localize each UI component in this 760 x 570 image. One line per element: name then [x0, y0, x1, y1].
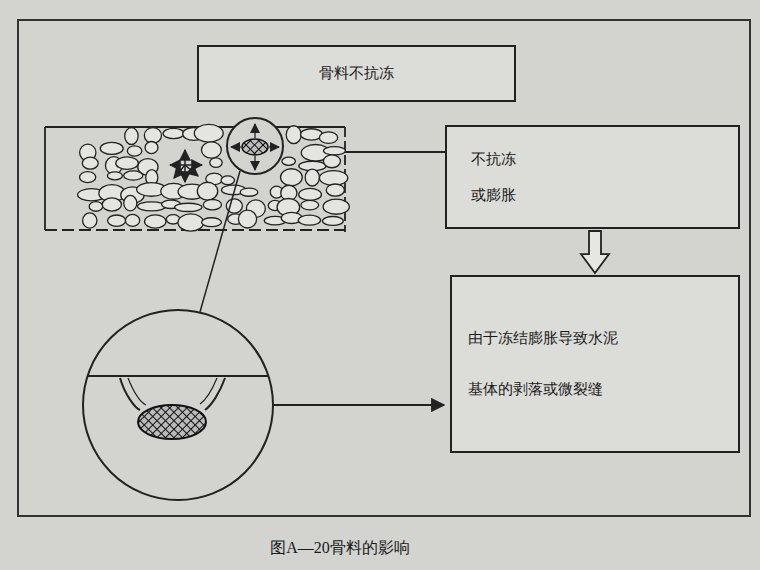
aggregate-grain [323, 155, 340, 168]
aggregate-grains [78, 124, 350, 231]
box-label: 由于冻结膨胀导致水泥 基体的剥落或微裂缝 [468, 313, 624, 415]
hollow-arrow [581, 231, 609, 273]
detail-circle [200, 118, 283, 312]
aggregate-grain [322, 217, 343, 226]
aggregate-grain [238, 210, 256, 228]
aggregate-grain [108, 215, 126, 226]
aggregate-grain [281, 169, 303, 186]
aggregate-grain [107, 172, 122, 180]
process-box: 不抗冻 或膨胀 [445, 125, 740, 229]
aggregate-grain [100, 142, 123, 154]
figure-caption: 图A—20骨料的影响 [0, 538, 680, 559]
frost-arrows [170, 150, 202, 182]
aggregate-grain [83, 213, 97, 228]
aggregate-grain [240, 188, 258, 196]
aggregate-grain [124, 195, 137, 210]
aggregate-grain [125, 214, 139, 226]
aggregate-grain [197, 182, 217, 200]
aggregate-grain [203, 200, 221, 210]
aggregate-grain [175, 203, 202, 211]
aggregate-grain [319, 132, 337, 144]
aggregate-grain [80, 172, 96, 183]
aggregate-grain [89, 202, 103, 212]
aggregate-grain [326, 184, 344, 196]
process-box: 由于冻结膨胀导致水泥 基体的剥落或微裂缝 [450, 275, 740, 453]
aggregate-grain [323, 199, 349, 214]
aggregate-grain [319, 171, 347, 186]
aggregate-grain [202, 218, 222, 227]
concrete-block [45, 127, 445, 232]
aggregate-grain [305, 169, 319, 186]
aggregate-grain [221, 176, 234, 185]
aggregate-grain [145, 141, 158, 153]
aggregate-grain [178, 214, 204, 231]
box-label: 骨料不抗冻 [209, 63, 504, 84]
outer-frame [18, 20, 750, 516]
heading-box: 骨料不抗冻 [197, 45, 516, 102]
aggregate-grain [116, 157, 139, 169]
aggregate-grain [194, 124, 223, 142]
aggregate-grain [127, 146, 141, 156]
aggregate-grain [125, 128, 138, 145]
aggregate-grain [210, 158, 222, 168]
aggregate-grain [298, 215, 320, 225]
aggregate-grain [299, 188, 322, 200]
aggregate-grain [145, 215, 166, 228]
aggregate-grain [201, 142, 221, 158]
aggregate-grain [102, 198, 121, 211]
aggregate-grain [163, 128, 184, 138]
aggregate-grain [323, 147, 345, 155]
aggregate-grain [124, 171, 143, 180]
aggregate-grain [282, 157, 295, 165]
aggregate-grain [301, 200, 319, 210]
aggregate-grain [82, 157, 98, 169]
box-label: 不抗冻 或膨胀 [471, 141, 525, 213]
magnified-circle [83, 310, 444, 500]
aggregate-grain [286, 126, 301, 144]
